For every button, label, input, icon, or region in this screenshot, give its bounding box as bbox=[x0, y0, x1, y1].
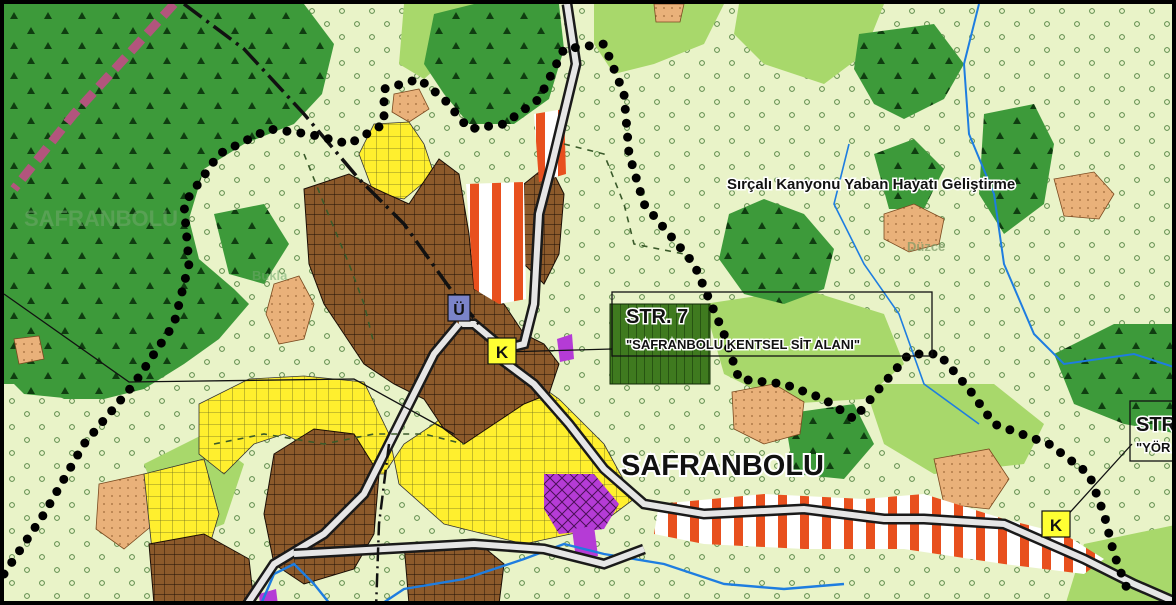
hollow-circle-line-east bbox=[563, 143, 685, 255]
callout-str7[interactable]: STR. 7 "SAFRANBOLU KENTSEL SİT ALANI" bbox=[611, 291, 933, 357]
city-label: SAFRANBOLU bbox=[621, 450, 824, 482]
symbol-u-letter: Ü bbox=[453, 300, 465, 319]
symbol-k-west-letter: K bbox=[496, 343, 509, 362]
land-use-map[interactable]: K Ü K SAFRANBOLU Bukla Düzce Sırçalı Kan… bbox=[4, 4, 1176, 605]
callout-leader-line-west bbox=[4, 293, 455, 435]
orange-patch-8 bbox=[13, 335, 45, 365]
orange-patch-7 bbox=[95, 473, 155, 550]
forest-patch-5 bbox=[979, 104, 1054, 234]
river-east-branch bbox=[833, 143, 980, 425]
main-road bbox=[242, 4, 1172, 601]
callout-str-right[interactable]: STR "YÖR bbox=[1129, 400, 1176, 462]
river-south bbox=[383, 542, 845, 601]
planning-boundary-dotted bbox=[4, 39, 1134, 599]
canyon-label: Sırçalı Kanyonu Yaban Hayatı Geliştirme bbox=[727, 176, 1015, 193]
callout-leader-line-str7 bbox=[503, 348, 613, 353]
forest-patch-9 bbox=[784, 404, 874, 479]
callout-str-right-code: STR bbox=[1136, 414, 1176, 436]
administrative-dash-dot-line bbox=[182, 4, 481, 326]
meadow-area-3 bbox=[734, 4, 884, 84]
striped-area-north bbox=[466, 182, 526, 304]
callout-str7-code: STR. 7 bbox=[626, 306, 688, 328]
symbol-k-west[interactable]: K bbox=[487, 337, 517, 365]
purple-area-1 bbox=[544, 474, 619, 534]
orange-patch-3 bbox=[265, 275, 315, 345]
forest-patch-2 bbox=[854, 24, 964, 119]
orange-patch-9 bbox=[653, 4, 685, 23]
forest-patch-8 bbox=[214, 204, 289, 284]
callout-str7-text: "SAFRANBOLU KENTSEL SİT ALANI" bbox=[626, 337, 860, 352]
village-label-duzce: Düzce bbox=[907, 239, 945, 254]
forest-patch-6 bbox=[1054, 324, 1172, 433]
urban-area-main bbox=[303, 158, 560, 445]
forest-patch-7 bbox=[4, 294, 114, 399]
meadow-area-5 bbox=[864, 384, 1044, 474]
orange-patch-6 bbox=[1053, 171, 1115, 220]
district-faint-label: SAFRANBOLU bbox=[24, 206, 178, 231]
callout-str-right-text: "YÖR bbox=[1136, 440, 1171, 455]
forest-patch-4 bbox=[874, 139, 944, 209]
protected-zone bbox=[609, 303, 711, 385]
symbol-k-east[interactable]: K bbox=[1041, 510, 1071, 538]
river-east bbox=[962, 4, 1172, 368]
orange-patch-5 bbox=[933, 448, 1010, 510]
district-boundary-line bbox=[10, 4, 178, 192]
symbol-k-east-letter: K bbox=[1050, 516, 1063, 535]
meadow-area-4 bbox=[704, 289, 904, 404]
river-southwest bbox=[261, 562, 330, 601]
hollow-circle-line-south bbox=[213, 433, 465, 445]
callout-leader-line-east bbox=[1063, 443, 1133, 520]
orange-patch-2 bbox=[883, 203, 945, 253]
symbol-u[interactable]: Ü bbox=[447, 294, 471, 322]
orange-patch-1 bbox=[391, 88, 430, 123]
urban-area-southwest bbox=[148, 533, 255, 601]
village-label-buk: Bukla bbox=[252, 268, 288, 283]
administrative-dash-dot-line-2 bbox=[375, 443, 391, 601]
purple-area-3 bbox=[557, 334, 574, 362]
forest-patch-3 bbox=[719, 199, 834, 304]
forest-patch-1 bbox=[424, 4, 564, 124]
meadow-area-2 bbox=[594, 4, 724, 74]
